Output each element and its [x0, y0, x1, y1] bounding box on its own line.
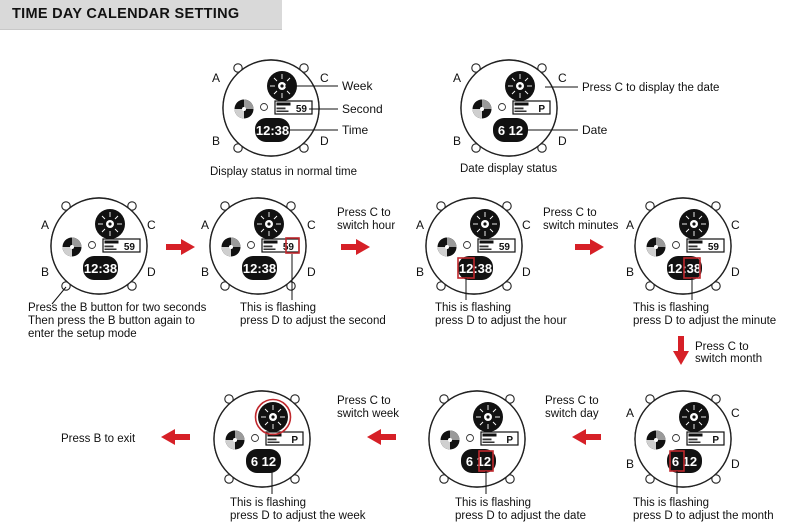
flashing-note: This is flashing [455, 497, 531, 509]
button-label-a: A [212, 71, 220, 85]
adjust-date-note: press D to adjust the date [455, 510, 586, 522]
switch-week-label: switch week [337, 408, 399, 420]
watch-date-status: P 6 12 [460, 59, 558, 157]
button-label-c: C [320, 71, 329, 85]
button-label-b: B [41, 265, 49, 279]
main-display: 6 12 [498, 123, 523, 138]
button-label-a: A [626, 218, 634, 232]
press-c-date-label: Press C to display the date [582, 82, 719, 94]
flow-arrow [367, 429, 396, 445]
button-label-c: C [522, 218, 531, 232]
flashing-note: This is flashing [633, 302, 709, 314]
flashing-note: This is flashing [435, 302, 511, 314]
button-label-c: C [731, 218, 740, 232]
exit-label: Press B to exit [61, 433, 136, 445]
button-label-c: C [731, 406, 740, 420]
press-c-label: Press C to [337, 207, 391, 219]
flow-arrow [341, 239, 370, 255]
main-display: 6 12 [251, 454, 276, 469]
press-c-label: Press C to [337, 395, 391, 407]
enter-setup-line-3: enter the setup mode [28, 328, 137, 340]
flow-arrow [161, 429, 190, 445]
flashing-note: This is flashing [240, 302, 316, 314]
watch-minute-flashing: 59 12:38 [634, 197, 732, 295]
watch-normal: 59 12:38 [222, 59, 320, 157]
button-label-d: D [320, 134, 329, 148]
button-label-d: D [558, 134, 567, 148]
small-display: P [712, 435, 719, 446]
switch-minutes-label: switch minutes [543, 220, 619, 232]
small-display: 59 [124, 242, 136, 253]
button-label-d: D [731, 457, 740, 471]
watch-date-flashing: P 6 12 [428, 390, 526, 488]
switch-month-label: switch month [695, 353, 762, 365]
flashing-highlight [254, 398, 292, 436]
watch-setup-start: 59 12:38 [50, 197, 148, 295]
main-display: 12:38 [243, 261, 276, 276]
date-label: Date [582, 123, 608, 137]
button-label-b: B [201, 265, 209, 279]
flow-arrow [166, 239, 195, 255]
main-display: 12:38 [459, 261, 492, 276]
main-display: 12:38 [84, 261, 117, 276]
button-label-a: A [626, 406, 634, 420]
title-bar: TIME DAY CALENDAR SETTING [0, 0, 282, 30]
flashing-note: This is flashing [230, 497, 306, 509]
normal-caption: Display status in normal time [210, 166, 357, 178]
button-label-a: A [416, 218, 424, 232]
button-label-d: D [147, 265, 156, 279]
flashing-highlight [285, 237, 300, 254]
small-display: P [538, 104, 545, 115]
button-label-a: A [41, 218, 49, 232]
adjust-month-note: press D to adjust the month [633, 510, 774, 522]
flow-arrow [575, 239, 604, 255]
second-label: Second [342, 102, 383, 116]
main-display: 12:38 [256, 123, 289, 138]
adjust-week-note: press D to adjust the week [230, 510, 366, 522]
press-c-label: Press C to [695, 341, 749, 353]
time-label: Time [342, 123, 369, 137]
date-caption: Date display status [460, 163, 557, 175]
adjust-second-note: press D to adjust the second [240, 315, 386, 327]
week-label: Week [342, 79, 373, 93]
watch-month-flashing: P 6 12 [634, 390, 732, 488]
adjust-minute-note: press D to adjust the minute [633, 315, 776, 327]
watch-second-flashing: 59 12:38 [209, 197, 307, 295]
leader-line [51, 286, 67, 305]
button-label-b: B [626, 265, 634, 279]
small-display: 59 [499, 242, 511, 253]
button-label-b: B [626, 457, 634, 471]
page-title: TIME DAY CALENDAR SETTING [12, 6, 240, 22]
button-label-d: D [731, 265, 740, 279]
button-label-c: C [147, 218, 156, 232]
switch-hour-label: switch hour [337, 220, 395, 232]
switch-day-label: switch day [545, 408, 599, 420]
flow-arrow [572, 429, 601, 445]
button-label-c: C [307, 218, 316, 232]
button-label-b: B [453, 134, 461, 148]
small-display: 59 [283, 242, 295, 253]
flashing-note: This is flashing [633, 497, 709, 509]
enter-setup-line-2: Then press the B button again to [28, 315, 195, 327]
watch-hour-flashing: 59 12:38 [425, 197, 523, 295]
small-display: P [506, 435, 513, 446]
press-c-label: Press C to [543, 207, 597, 219]
small-display: 59 [708, 242, 720, 253]
button-label-b: B [212, 134, 220, 148]
small-display: P [291, 435, 298, 446]
enter-setup-line-1: Press the B button for two seconds [28, 302, 207, 314]
watch-week-flashing: P 6 12 [213, 390, 311, 488]
flow-arrow [673, 336, 689, 365]
button-label-d: D [307, 265, 316, 279]
small-display: 59 [296, 104, 308, 115]
button-label-a: A [453, 71, 461, 85]
press-c-label: Press C to [545, 395, 599, 407]
button-label-c: C [558, 71, 567, 85]
button-label-a: A [201, 218, 209, 232]
button-label-b: B [416, 265, 424, 279]
button-label-d: D [522, 265, 531, 279]
adjust-hour-note: press D to adjust the hour [435, 315, 567, 327]
